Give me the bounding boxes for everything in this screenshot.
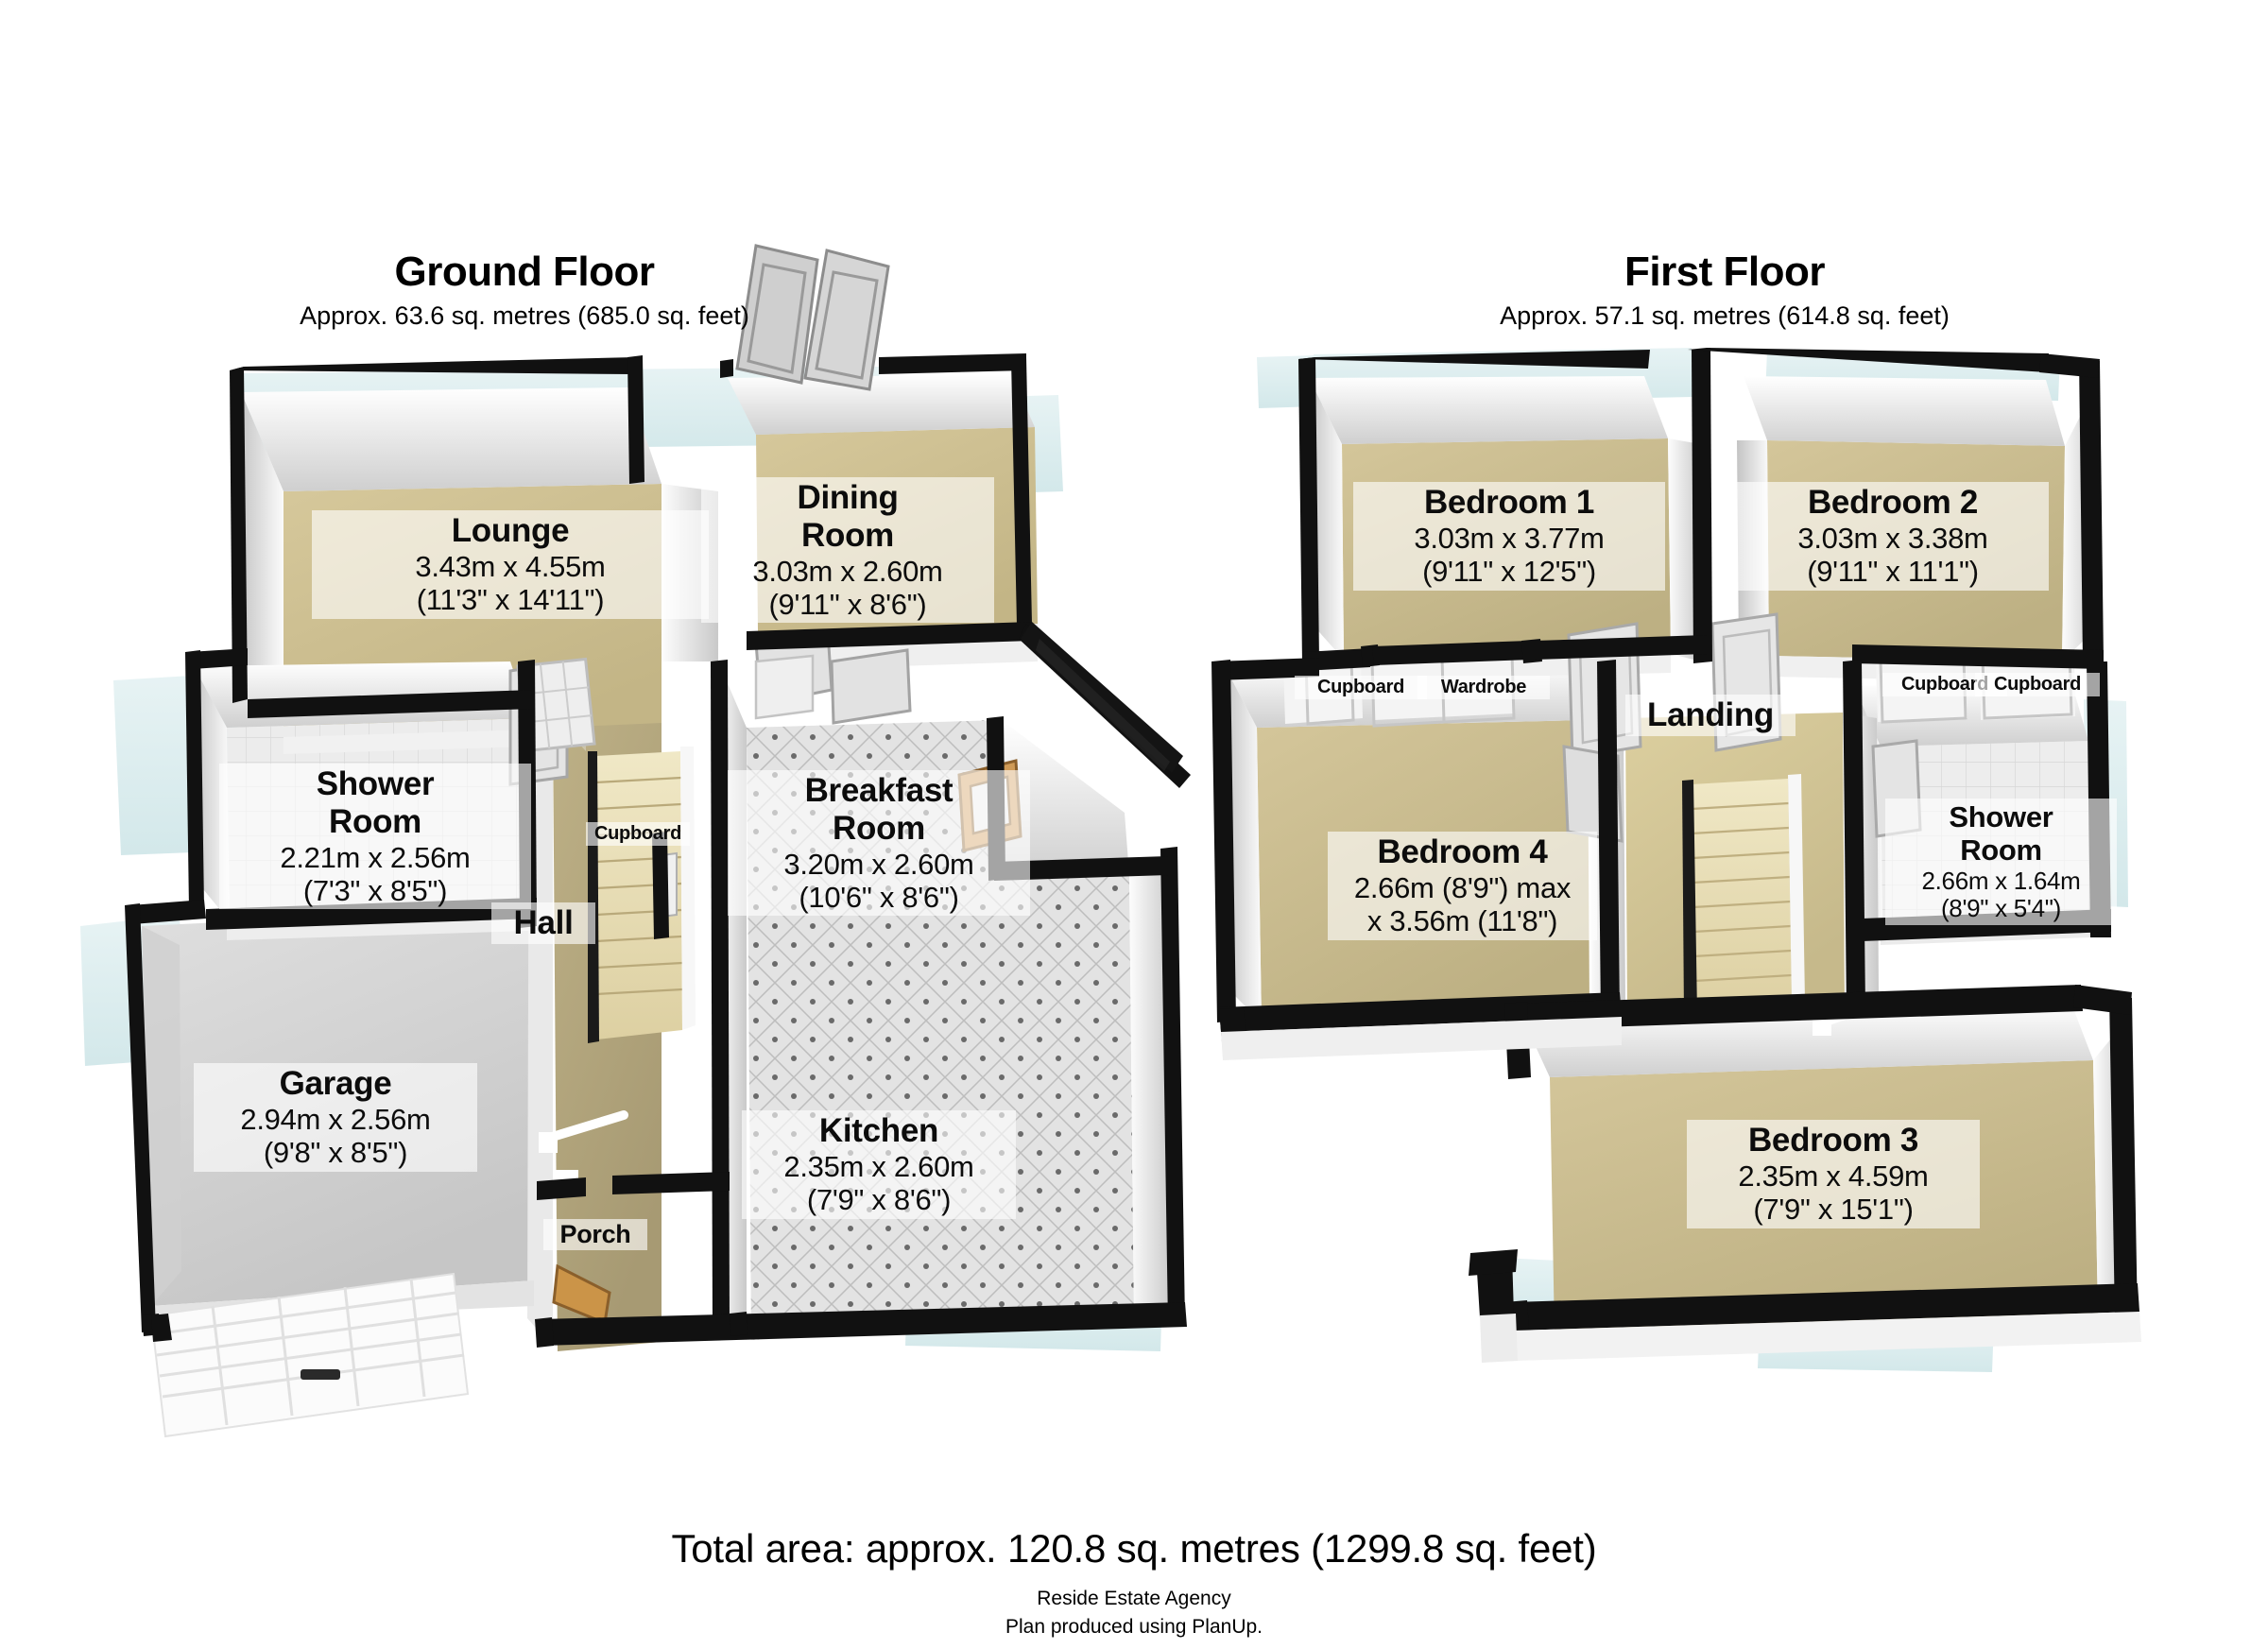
room-bed2 <box>1744 376 2096 661</box>
door-cupboard-gf <box>661 851 678 919</box>
door-bed3 <box>1813 987 1913 1036</box>
door-bed2 <box>1710 612 1782 752</box>
gf-doors <box>508 244 1022 1326</box>
first-floor-title: First Floor <box>1624 249 1826 295</box>
ff-exterior-glass <box>1257 348 2128 1372</box>
total-area-text: Total area: approx. 120.8 sq. metres (12… <box>671 1526 1597 1571</box>
room-dining <box>728 374 1038 631</box>
room-label-lounge: Lounge 3.43m x 4.55m (11'3" x 14'11") <box>312 510 709 619</box>
gf-stair-handrail <box>605 830 1228 874</box>
room-label-dining: Dining Room 3.03m x 2.60m (9'11" x 8'6") <box>701 477 994 624</box>
ground-floor-area: Approx. 63.6 sq. metres (685.0 sq. feet) <box>300 301 749 331</box>
door-cupboards-right <box>1879 652 2073 724</box>
room-landing <box>1625 713 1845 1013</box>
ground-floor-title: Ground Floor <box>394 249 655 295</box>
room-label-bed1: Bedroom 1 3.03m x 3.77m (9'11" x 12'5") <box>1353 482 1665 591</box>
agency-name: Reside Estate Agency <box>1037 1588 1231 1609</box>
door-garage-internal <box>556 1170 578 1189</box>
door-wardrobe <box>1370 652 1516 728</box>
door-bed1 <box>1567 622 1642 760</box>
ff-staircase <box>1682 774 1805 1017</box>
gf-right-perspective-wall <box>1021 622 1183 773</box>
door-hall-swing <box>539 1110 628 1153</box>
ff-cupboard-recesses <box>1283 652 2075 724</box>
ff-walls <box>1211 348 2139 1332</box>
gf-interior-wall-faces <box>151 484 1172 1323</box>
room-label-bed2: Bedroom 2 3.03m x 3.38m (9'11" x 11'1") <box>1737 482 2049 591</box>
gf-handrail <box>614 836 1228 879</box>
door-shower-ff <box>1871 739 1922 838</box>
gf-exterior-glass <box>80 367 1162 1351</box>
door-dining-interior <box>754 629 912 725</box>
door-cupboard-left <box>1304 657 1355 726</box>
room-label-cupboard-gf: Cupboard <box>586 822 690 846</box>
room-bed1 <box>1309 376 1671 660</box>
room-label-hall: Hall <box>491 902 595 944</box>
room-breakfast-kitchen <box>718 661 1134 1340</box>
gf-rails <box>605 833 1219 924</box>
room-garage <box>142 907 534 1306</box>
window-lounge <box>515 657 596 753</box>
door-breakfast-exterior <box>957 759 1022 852</box>
ff-lower-wall-faces <box>1221 1017 2141 1363</box>
room-label-wardrobe-ff: Wardrobe <box>1418 676 1550 699</box>
ff-interior-wall-faces <box>1262 438 2090 1051</box>
plan-producer: Plan produced using PlanUp. <box>1005 1616 1263 1638</box>
gf-staircase <box>588 747 1224 1043</box>
room-bed3 <box>1521 1004 2126 1334</box>
door-porch <box>552 1263 611 1326</box>
garage-door <box>149 1272 470 1438</box>
gf-walls <box>125 353 1191 1348</box>
room-label-cupboard-ff-1: Cupboard <box>1295 676 1427 699</box>
room-label-bed3: Bedroom 3 2.35m x 4.59m (7'9" x 15'1") <box>1687 1120 1980 1228</box>
window-breakfast <box>754 654 815 720</box>
room-shower-ff <box>1854 682 2090 928</box>
room-hall <box>527 661 662 1351</box>
ff-doors <box>1304 612 2073 1036</box>
room-label-bed4: Bedroom 4 2.66m (8'9") max x 3.56m (11'8… <box>1328 832 1597 940</box>
room-bed4 <box>1225 661 1589 1022</box>
gf-lounge-wall-faces <box>239 387 662 737</box>
room-label-cupboard-ff-2: Cupboard <box>1882 673 2007 696</box>
room-label-breakfast: Breakfast Room 3.20m x 2.60m (10'6" x 8'… <box>728 770 1030 917</box>
room-label-cupboard-ff-3: Cupboard <box>1975 673 2100 696</box>
door-bed1-leaf2 <box>1562 745 1624 843</box>
room-label-shower-ff: Shower Room 2.66m x 1.64m (8'9" x 5'4") <box>1885 799 2117 925</box>
room-label-kitchen: Kitchen 2.35m x 2.60m (7'9" x 8'6") <box>742 1110 1016 1219</box>
room-label-garage: Garage 2.94m x 2.56m (9'8" x 8'5") <box>194 1063 477 1172</box>
first-floor-heading: First Floor Approx. 57.1 sq. metres (614… <box>1332 249 2117 333</box>
room-shower-gf <box>194 661 529 921</box>
ground-floor-heading: Ground Floor Approx. 63.6 sq. metres (68… <box>161 249 888 333</box>
room-lounge <box>284 484 662 737</box>
room-label-porch: Porch <box>543 1219 647 1250</box>
room-label-shower-gf: Shower Room 2.21m x 2.56m (7'3" x 8'5") <box>219 764 531 910</box>
first-floor-area: Approx. 57.1 sq. metres (614.8 sq. feet) <box>1500 301 1950 331</box>
door-lounge <box>508 660 569 786</box>
room-label-landing: Landing <box>1625 695 1796 736</box>
